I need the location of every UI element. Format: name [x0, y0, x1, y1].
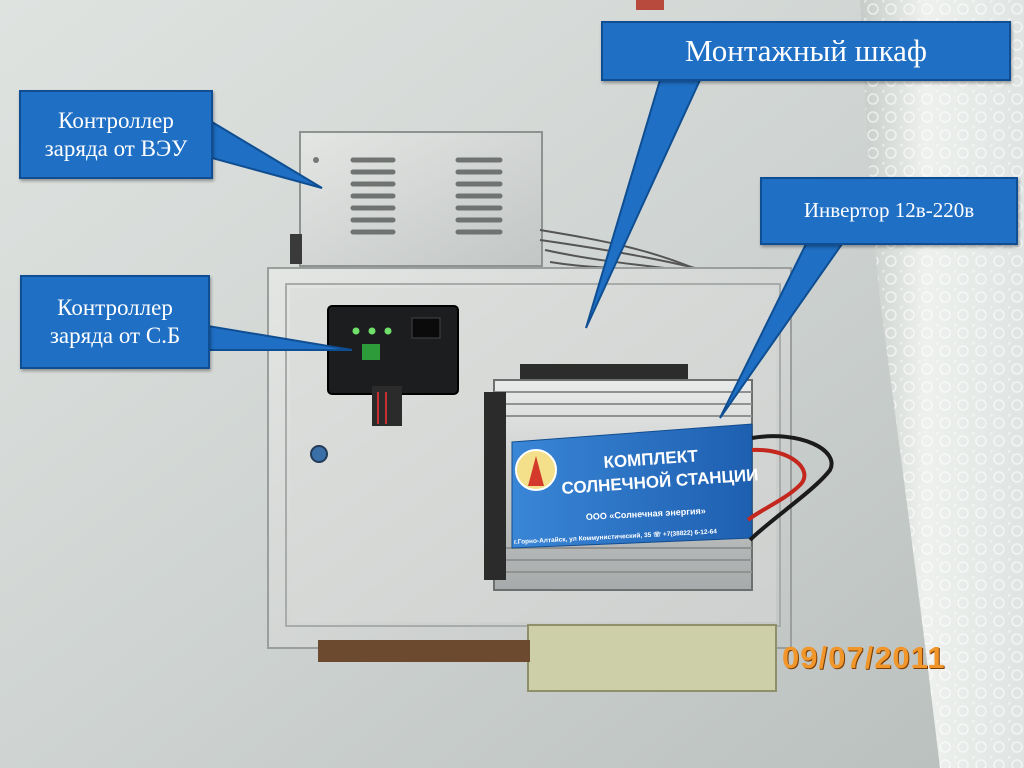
solar-controller-callout-line1: Контроллер — [57, 295, 173, 321]
wind-controller-callout-line2: заряда от ВЭУ — [44, 135, 188, 161]
battery-wires — [746, 434, 834, 542]
wind-controller-box — [290, 131, 543, 267]
wind-controller-callout: Контроллер заряда от ВЭУ — [19, 90, 213, 179]
cabinet-lock — [310, 445, 328, 463]
inverter-callout: Инвертор 12в-220в — [760, 177, 1018, 245]
inverter-callout-text: Инвертор 12в-220в — [803, 198, 975, 223]
bottom-bracket — [527, 624, 777, 692]
cabinet-callout-text: Монтажный шкаф — [684, 33, 928, 69]
solar-controller-device — [327, 305, 459, 426]
inverter-device — [484, 364, 753, 591]
solar-controller-callout-line2: заряда от С.Б — [49, 323, 181, 348]
solar-controller-callout: Контроллер заряда от С.Б — [20, 275, 210, 369]
wooden-base — [318, 640, 530, 662]
cabinet-callout: Монтажный шкаф — [601, 21, 1011, 81]
photo-date-stamp: 09/07/2011 — [782, 640, 946, 675]
wind-controller-callout-line1: Контроллер — [58, 107, 174, 133]
top-hook — [636, 0, 664, 10]
